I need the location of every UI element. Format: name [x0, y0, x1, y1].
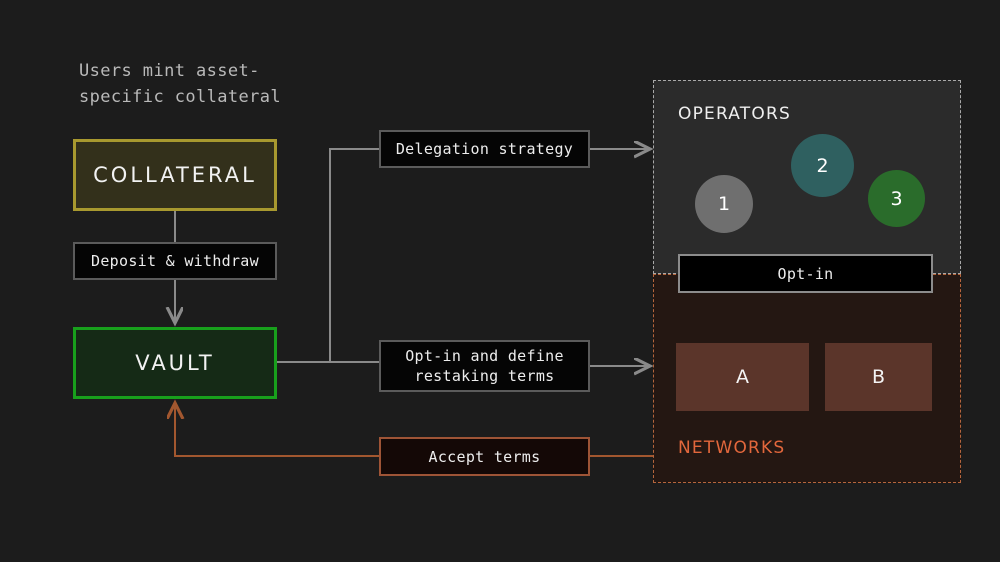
edge-label-optin-restaking-terms[interactable]: Opt-in and define restaking terms [379, 340, 590, 392]
operator-node-1-label: 1 [717, 193, 731, 215]
edge-label-deposit-withdraw[interactable]: Deposit & withdraw [73, 242, 277, 280]
network-node-b-label: B [871, 366, 886, 388]
edge-label-accept-terms[interactable]: Accept terms [379, 437, 590, 476]
node-collateral-label: COLLATERAL [93, 163, 257, 187]
edge-label-delegation-strategy[interactable]: Delegation strategy [379, 130, 590, 168]
edge-label-optin-terms-text: Opt-in and define restaking terms [405, 347, 564, 385]
operator-node-3[interactable]: 3 [868, 170, 925, 227]
edge-label-delegation-text: Delegation strategy [395, 140, 574, 158]
operator-node-3-label: 3 [890, 187, 903, 210]
caption-users-mint: Users mint asset- specific collateral [79, 61, 282, 107]
node-vault[interactable]: VAULT [73, 327, 277, 399]
node-collateral[interactable]: COLLATERAL [73, 139, 277, 211]
network-node-b[interactable]: B [825, 343, 932, 411]
edge-label-accept-terms-text: Accept terms [428, 447, 541, 466]
operator-node-2-label: 2 [816, 154, 829, 177]
panel-networks-title: NETWORKS [678, 438, 786, 458]
edge-label-deposit-text: Deposit & withdraw [91, 252, 259, 270]
node-vault-label: VAULT [135, 351, 215, 375]
panel-operators-title: OPERATORS [678, 104, 791, 124]
network-node-a[interactable]: A [676, 343, 809, 411]
optin-bar-label: Opt-in [777, 264, 834, 283]
operator-node-1[interactable]: 1 [695, 175, 753, 233]
network-node-a-label: A [736, 366, 749, 388]
operator-node-2[interactable]: 2 [791, 134, 854, 197]
wire-vault-trunk [277, 148, 379, 363]
optin-bar[interactable]: Opt-in [678, 254, 933, 293]
